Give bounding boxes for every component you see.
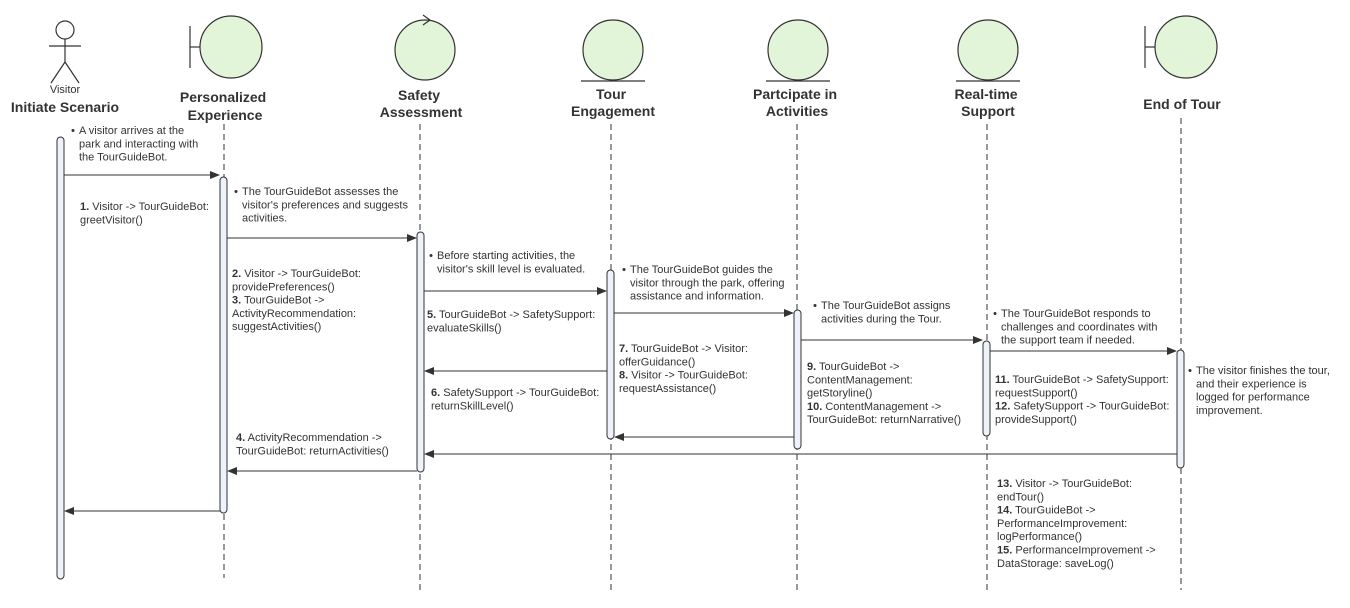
msg-11-12: 11. TourGuideBot -> SafetySupport:reques…: [995, 374, 1169, 426]
title-safety-assessment: Safety Assessment: [380, 87, 463, 120]
msg-5: 5. TourGuideBot -> SafetySupport:evaluat…: [427, 309, 595, 334]
note-bullet-icon: [71, 129, 75, 132]
activation-support: [982, 340, 991, 437]
msg-2-3: 2. Visitor -> TourGuideBot:providePrefer…: [232, 268, 361, 333]
title-participate-activities: Partcipate in Activities: [753, 86, 841, 119]
note-bullet-icon: [1188, 369, 1192, 372]
title-tour-engagement: Tour Engagement: [571, 86, 655, 119]
activation-personalized: [219, 176, 228, 514]
msg-6: 6. SafetySupport -> TourGuideBot:returnS…: [431, 387, 599, 412]
end-boundary-icon: [1144, 15, 1218, 79]
note-bullet-icon: [622, 268, 626, 271]
title-end-of-tour: End of Tour: [1143, 96, 1221, 112]
activation-initiate: [56, 136, 65, 580]
activities-entity-icon: [766, 19, 830, 82]
msg-9-10: 9. TourGuideBot ->ContentManagement:getS…: [807, 361, 961, 426]
safety-control-icon: [394, 14, 456, 81]
activation-tour: [606, 269, 615, 440]
activation-bars: [56, 136, 1185, 580]
msg-4: 4. ActivityRecommendation ->TourGuideBot…: [236, 432, 389, 457]
note-bullet-icon: [234, 190, 238, 193]
activation-safety: [416, 231, 425, 473]
activation-activities: [793, 309, 802, 450]
note-finish: The visitor finishes the tour,and their …: [1196, 365, 1330, 417]
title-initiate-scenario: Initiate Scenario: [11, 99, 119, 115]
personalized-boundary-icon: [189, 15, 263, 79]
title-personalized-experience: Personalized Experience: [180, 89, 270, 123]
visitor-actor-icon: [49, 20, 81, 84]
msg-1: 1. Visitor -> TourGuideBot:greetVisitor(…: [80, 201, 209, 226]
activation-end: [1176, 349, 1185, 469]
messages: 1. Visitor -> TourGuideBot:greetVisitor(…: [80, 201, 1169, 570]
visitor-actor-label: Visitor: [50, 84, 81, 96]
support-entity-icon: [956, 19, 1020, 82]
note-bullet-icon: [429, 254, 433, 257]
note-bullet-icon: [993, 312, 997, 315]
msg-7-8: 7. TourGuideBot -> Visitor:offerGuidance…: [619, 343, 748, 395]
message-arrows: [64, 171, 1177, 515]
title-realtime-support: Real-time Support: [955, 86, 1022, 119]
note-bullet-icon: [813, 304, 817, 307]
msg-13-15: 13. Visitor -> TourGuideBot:endTour()14.…: [997, 478, 1156, 570]
tour-entity-icon: [581, 19, 645, 82]
